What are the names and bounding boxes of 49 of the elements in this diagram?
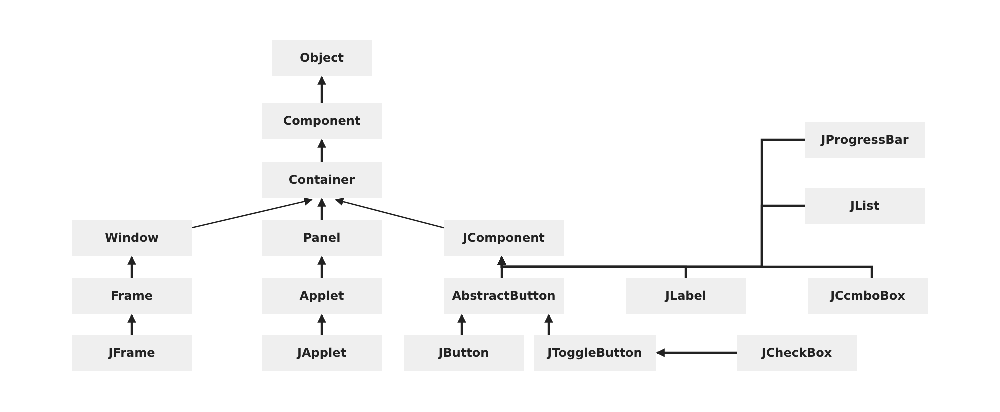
- class-name: Panel: [303, 231, 341, 245]
- arrow: [498, 204, 805, 268]
- class-box: [72, 278, 192, 314]
- class-name: Component: [283, 114, 361, 128]
- class-name: JProgressBar: [821, 133, 909, 147]
- class-box: [626, 278, 746, 314]
- class-box: [444, 278, 564, 314]
- class-box: [808, 278, 928, 314]
- arrow: [192, 198, 313, 229]
- class-name: JLabel: [665, 289, 707, 303]
- class-box: [72, 335, 192, 371]
- class-box: [262, 335, 382, 371]
- class-box: [72, 220, 192, 256]
- class-box: [404, 335, 524, 371]
- class-box: [737, 335, 857, 371]
- class-name: JApplet: [298, 346, 346, 360]
- arrow: [656, 348, 737, 358]
- class-name: Object: [300, 51, 344, 65]
- class-name: Frame: [110, 289, 154, 303]
- class-name: JCheckBox: [762, 346, 832, 360]
- arrow: [128, 256, 136, 278]
- class-name: JList: [850, 199, 880, 213]
- class-name: JCcmboBox: [830, 289, 906, 303]
- class-box: [444, 220, 564, 256]
- class-box: [272, 40, 372, 76]
- arrow: [318, 256, 326, 278]
- arrow: [318, 198, 326, 220]
- class-name: JFrame: [108, 346, 156, 360]
- class-name: Window: [105, 231, 159, 245]
- class-box: [262, 162, 382, 198]
- class-name: Container: [288, 173, 356, 187]
- arrow: [128, 314, 136, 335]
- class-name: JButton: [438, 346, 490, 360]
- arrow: [318, 314, 326, 335]
- class-name: AbstractButton: [452, 289, 556, 303]
- class-box: [262, 220, 382, 256]
- class-name: JComponent: [463, 231, 545, 245]
- class-box: [262, 278, 382, 314]
- class-name: Applet: [300, 289, 344, 303]
- class-box: [805, 122, 925, 158]
- arrow: [318, 139, 326, 162]
- class-box: [805, 188, 925, 224]
- class-box: [262, 103, 382, 139]
- arrow: [318, 76, 326, 103]
- class-box: [534, 335, 656, 371]
- class-name: JToggleButton: [548, 346, 642, 360]
- arrow: [458, 314, 466, 335]
- arrow: [544, 314, 554, 335]
- arrow: [335, 198, 444, 229]
